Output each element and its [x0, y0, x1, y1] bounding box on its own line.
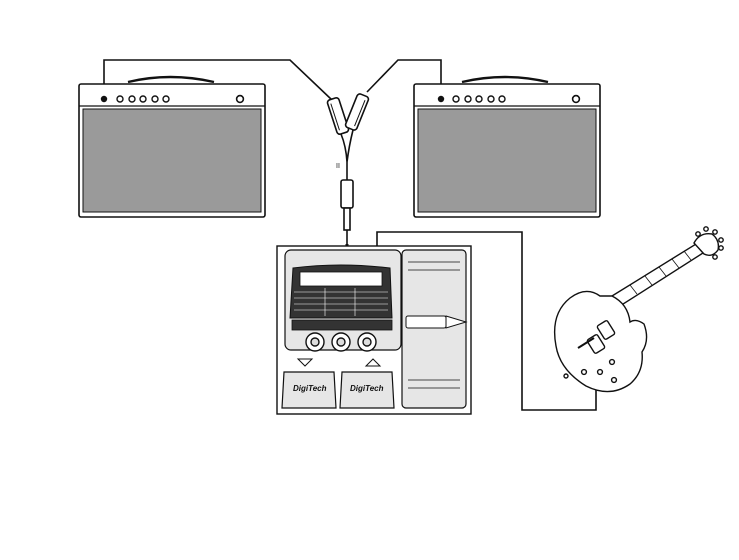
- display: [300, 272, 382, 286]
- power-switch: [237, 96, 244, 103]
- expression-pedal: [402, 250, 466, 408]
- brand-logo-left: DigiTech: [293, 384, 327, 393]
- amp-left: [79, 77, 265, 217]
- y-cable-mark: II: [336, 163, 340, 170]
- y-cable: [327, 93, 370, 250]
- amp-handle: [462, 77, 548, 82]
- brand-logo-right: DigiTech: [350, 384, 384, 393]
- amp-grille: [418, 109, 596, 212]
- input-jack: [101, 96, 107, 102]
- amp-handle: [128, 77, 214, 82]
- amp-grille: [83, 109, 261, 212]
- input-jack: [438, 96, 444, 102]
- pedal-knobs: [306, 333, 376, 351]
- electric-guitar: [555, 227, 724, 392]
- button-row: [292, 320, 392, 330]
- model-badge: [406, 316, 446, 328]
- amp-right: [414, 77, 600, 217]
- power-switch: [573, 96, 580, 103]
